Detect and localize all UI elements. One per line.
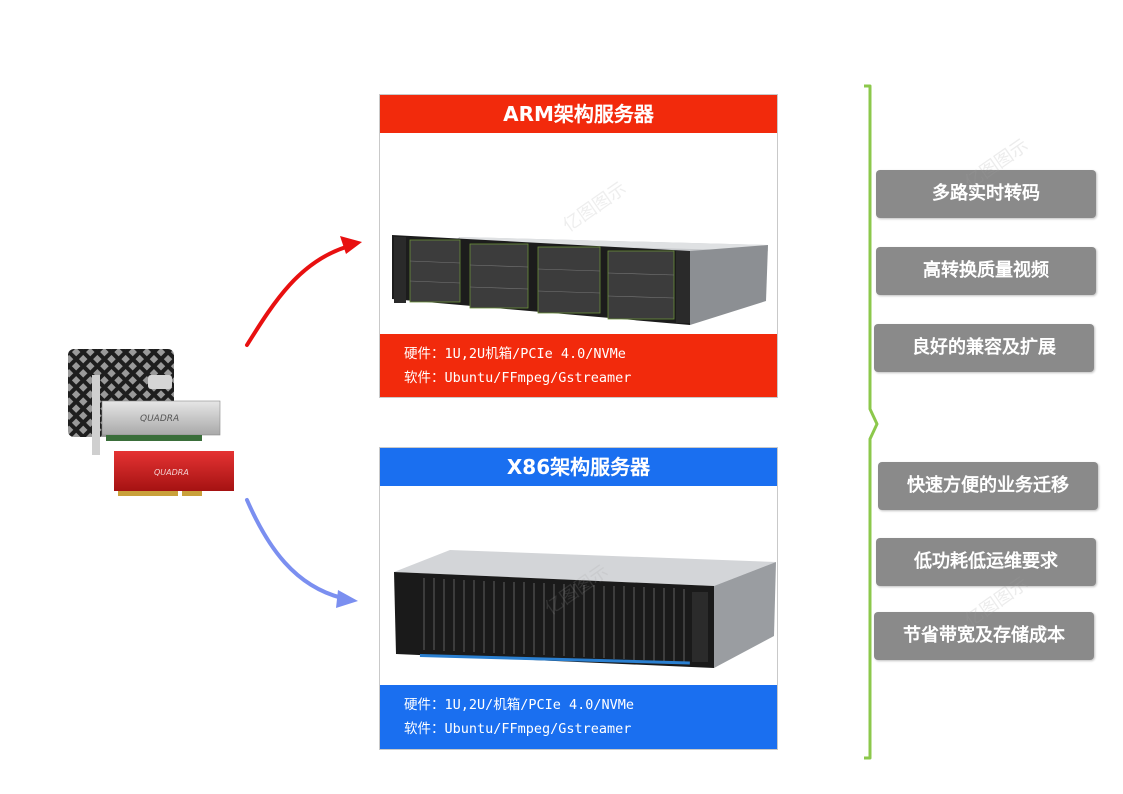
arm-hardware-spec: 硬件：1U,2U机箱/PCIe 4.0/NVMe — [404, 346, 626, 362]
x86-server-image: 亿图图示 — [380, 486, 777, 685]
feature-compatibility-extension: 良好的兼容及扩展 — [874, 324, 1094, 372]
feature-multi-channel-transcode: 多路实时转码 — [876, 170, 1096, 218]
green-brace — [864, 84, 879, 760]
x86-panel-title: X86架构服务器 — [380, 448, 777, 486]
card-brand-label-silver: QUADRA — [140, 414, 179, 424]
card-brand-label-red: QUADRA — [154, 468, 189, 477]
arm-server-image: 亿图图示 — [380, 133, 777, 334]
x86-panel-specs: 硬件：1U,2U/机箱/PCIe 4.0/NVMe 软件：Ubuntu/FFmp… — [380, 685, 777, 749]
x86-server-panel: X86架构服务器 — [379, 447, 778, 750]
x86-software-spec: 软件：Ubuntu/FFmpeg/Gstreamer — [404, 721, 632, 737]
arrow-head-blue — [336, 590, 358, 608]
arm-panel-specs: 硬件：1U,2U机箱/PCIe 4.0/NVMe 软件：Ubuntu/FFmpe… — [380, 334, 777, 397]
feature-fast-migration: 快速方便的业务迁移 — [878, 462, 1098, 510]
svg-text:QUADRA: QUADRA — [154, 468, 189, 477]
arrow-to-x86 — [245, 498, 344, 600]
rack-server-illustration — [394, 550, 776, 668]
feature-save-bandwidth-storage: 节省带宽及存储成本 — [874, 612, 1094, 660]
arm-panel-title: ARM架构服务器 — [380, 95, 777, 133]
svg-text:QUADRA: QUADRA — [140, 414, 179, 424]
feature-high-quality-video: 高转换质量视频 — [876, 247, 1096, 295]
arm-software-spec: 软件：Ubuntu/FFmpeg/Gstreamer — [404, 370, 632, 386]
arm-server-panel: ARM架构服务器 — [379, 94, 778, 398]
arrow-to-arm — [245, 245, 348, 347]
accelerator-cards-image: QUADRA QUADRA — [68, 349, 234, 496]
rack-server-illustration — [392, 235, 768, 325]
x86-hardware-spec: 硬件：1U,2U/机箱/PCIe 4.0/NVMe — [404, 697, 635, 713]
arrow-head-red — [340, 236, 362, 254]
feature-low-power: 低功耗低运维要求 — [876, 538, 1096, 586]
